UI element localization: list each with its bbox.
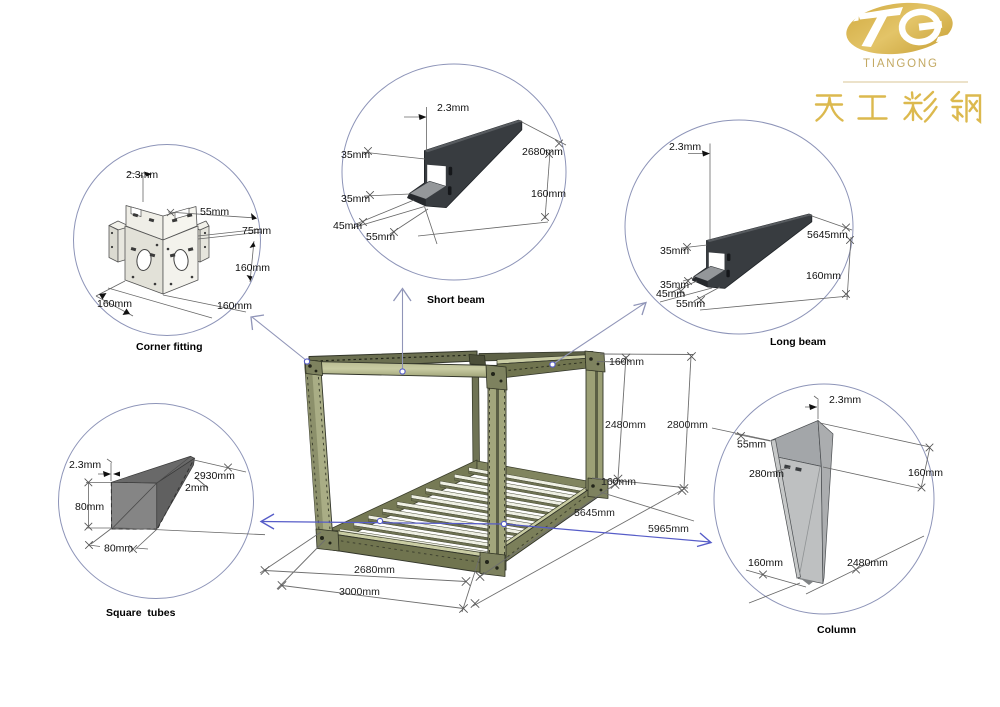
svg-text:2480mm: 2480mm bbox=[605, 419, 646, 431]
svg-text:Column: Column bbox=[817, 624, 856, 636]
svg-text:55mm: 55mm bbox=[737, 439, 766, 451]
svg-text:55mm: 55mm bbox=[676, 298, 705, 310]
svg-text:35mm: 35mm bbox=[660, 245, 689, 257]
svg-text:5965mm: 5965mm bbox=[648, 523, 689, 535]
svg-text:80mm: 80mm bbox=[75, 501, 104, 513]
svg-text:5645mm: 5645mm bbox=[574, 507, 615, 519]
svg-text:Corner fitting: Corner fitting bbox=[136, 341, 203, 353]
svg-text:160mm: 160mm bbox=[609, 356, 644, 368]
svg-text:5645mm: 5645mm bbox=[807, 229, 848, 241]
svg-text:TIANGONG: TIANGONG bbox=[863, 58, 939, 70]
svg-text:160mm: 160mm bbox=[748, 557, 783, 569]
svg-text:160mm: 160mm bbox=[235, 262, 270, 274]
svg-text:55mm: 55mm bbox=[200, 206, 229, 218]
svg-text:2680mm: 2680mm bbox=[522, 146, 563, 158]
svg-text:45mm: 45mm bbox=[656, 288, 685, 300]
svg-text:2.3mm: 2.3mm bbox=[669, 141, 701, 153]
svg-text:2680mm: 2680mm bbox=[354, 564, 395, 576]
svg-text:3000mm: 3000mm bbox=[339, 586, 380, 598]
svg-text:2.3mm: 2.3mm bbox=[69, 459, 101, 471]
svg-text:35mm: 35mm bbox=[341, 193, 370, 205]
svg-text:2mm: 2mm bbox=[185, 482, 209, 494]
svg-text:35mm: 35mm bbox=[660, 279, 689, 291]
svg-text:Square tubes: Square tubes bbox=[106, 607, 176, 619]
svg-text:160mm: 160mm bbox=[601, 476, 636, 488]
svg-text:2.3mm: 2.3mm bbox=[437, 102, 469, 114]
svg-text:280mm: 280mm bbox=[749, 468, 784, 480]
svg-text:80mm: 80mm bbox=[104, 543, 133, 555]
svg-text:160mm: 160mm bbox=[908, 467, 943, 479]
svg-text:Short beam: Short beam bbox=[427, 294, 485, 306]
svg-text:2480mm: 2480mm bbox=[847, 557, 888, 569]
svg-text:2930mm: 2930mm bbox=[194, 470, 235, 482]
svg-text:2.3mm: 2.3mm bbox=[829, 394, 861, 406]
svg-text:2.3mm: 2.3mm bbox=[126, 169, 158, 181]
svg-text:160mm: 160mm bbox=[806, 270, 841, 282]
svg-text:160mm: 160mm bbox=[531, 188, 566, 200]
svg-text:Long beam: Long beam bbox=[770, 336, 826, 348]
svg-text:160mm: 160mm bbox=[217, 300, 252, 312]
svg-text:2800mm: 2800mm bbox=[667, 419, 708, 431]
svg-text:35mm: 35mm bbox=[341, 149, 370, 161]
svg-text:75mm: 75mm bbox=[242, 225, 271, 237]
svg-text:55mm: 55mm bbox=[366, 231, 395, 243]
svg-text:45mm: 45mm bbox=[333, 220, 362, 232]
svg-text:160mm: 160mm bbox=[97, 298, 132, 310]
